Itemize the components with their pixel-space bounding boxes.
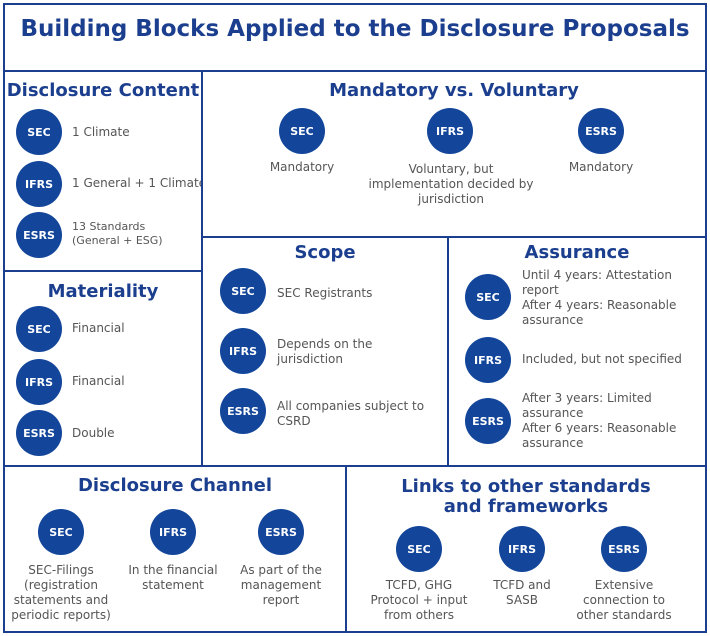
ifrs-badge: IFRS bbox=[220, 328, 266, 374]
links-title: Links to other standards and frameworks bbox=[401, 476, 651, 517]
links-ifrs-text: TCFD and SASB bbox=[493, 578, 551, 607]
assurance-ifrs-text: Included, but not specified bbox=[522, 352, 682, 366]
mandatory-esrs-text: Mandatory bbox=[568, 160, 634, 174]
esrs-badge: ESRS bbox=[16, 212, 62, 258]
assurance-title: Assurance bbox=[524, 242, 630, 263]
esrs-badge: ESRS bbox=[220, 388, 266, 434]
sec-badge: SEC bbox=[220, 268, 266, 314]
sec-badge: SEC bbox=[38, 509, 84, 555]
content-sec-text: 1 Climate bbox=[72, 125, 130, 139]
ifrs-badge: IFRS bbox=[16, 359, 62, 405]
assurance-sec-text: Until 4 years: Attestation report After … bbox=[522, 268, 677, 327]
scope-ifrs-text: Depends on the jurisdiction bbox=[277, 337, 373, 366]
esrs-badge: ESRS bbox=[465, 398, 511, 444]
scope-sec-text: SEC Registrants bbox=[277, 286, 373, 300]
channel-title: Disclosure Channel bbox=[77, 475, 273, 496]
materiality-ifrs-text: Financial bbox=[72, 374, 125, 388]
links-esrs-text: Extensive connection to other standards bbox=[576, 578, 672, 622]
disclosure-content-title: Disclosure Content bbox=[6, 80, 200, 101]
header-box bbox=[3, 3, 707, 72]
content-ifrs-text: 1 General + 1 Climate bbox=[72, 176, 207, 190]
channel-esrs-text: As part of the management report bbox=[240, 563, 322, 607]
mandatory-ifrs-text: Voluntary, but implementation decided by… bbox=[368, 162, 534, 206]
assurance-esrs-text: After 3 years: Limited assurance After 6… bbox=[522, 391, 677, 450]
mandatory-title: Mandatory vs. Voluntary bbox=[329, 80, 579, 101]
ifrs-badge: IFRS bbox=[499, 526, 545, 572]
sec-badge: SEC bbox=[279, 108, 325, 154]
channel-ifrs-text: In the financial statement bbox=[128, 563, 218, 592]
sec-badge: SEC bbox=[16, 109, 62, 155]
channel-sec-text: SEC-Filings (registration statements and… bbox=[11, 563, 111, 622]
esrs-badge: ESRS bbox=[16, 410, 62, 456]
ifrs-badge: IFRS bbox=[150, 509, 196, 555]
esrs-badge: ESRS bbox=[258, 509, 304, 555]
page-title: Building Blocks Applied to the Disclosur… bbox=[20, 16, 690, 42]
ifrs-badge: IFRS bbox=[427, 108, 473, 154]
sec-badge: SEC bbox=[465, 274, 511, 320]
sec-badge: SEC bbox=[396, 526, 442, 572]
scope-title: Scope bbox=[294, 242, 356, 263]
content-esrs-text: 13 Standards (General + ESG) bbox=[72, 220, 163, 247]
ifrs-badge: IFRS bbox=[16, 161, 62, 207]
mandatory-sec-text: Mandatory bbox=[269, 160, 335, 174]
esrs-badge: ESRS bbox=[578, 108, 624, 154]
materiality-title: Materiality bbox=[47, 281, 159, 302]
scope-esrs-text: All companies subject to CSRD bbox=[277, 399, 425, 428]
ifrs-badge: IFRS bbox=[465, 337, 511, 383]
esrs-badge: ESRS bbox=[601, 526, 647, 572]
links-sec-text: TCFD, GHG Protocol + input from others bbox=[370, 578, 468, 622]
materiality-sec-text: Financial bbox=[72, 321, 125, 335]
sec-badge: SEC bbox=[16, 306, 62, 352]
materiality-esrs-text: Double bbox=[72, 426, 115, 440]
